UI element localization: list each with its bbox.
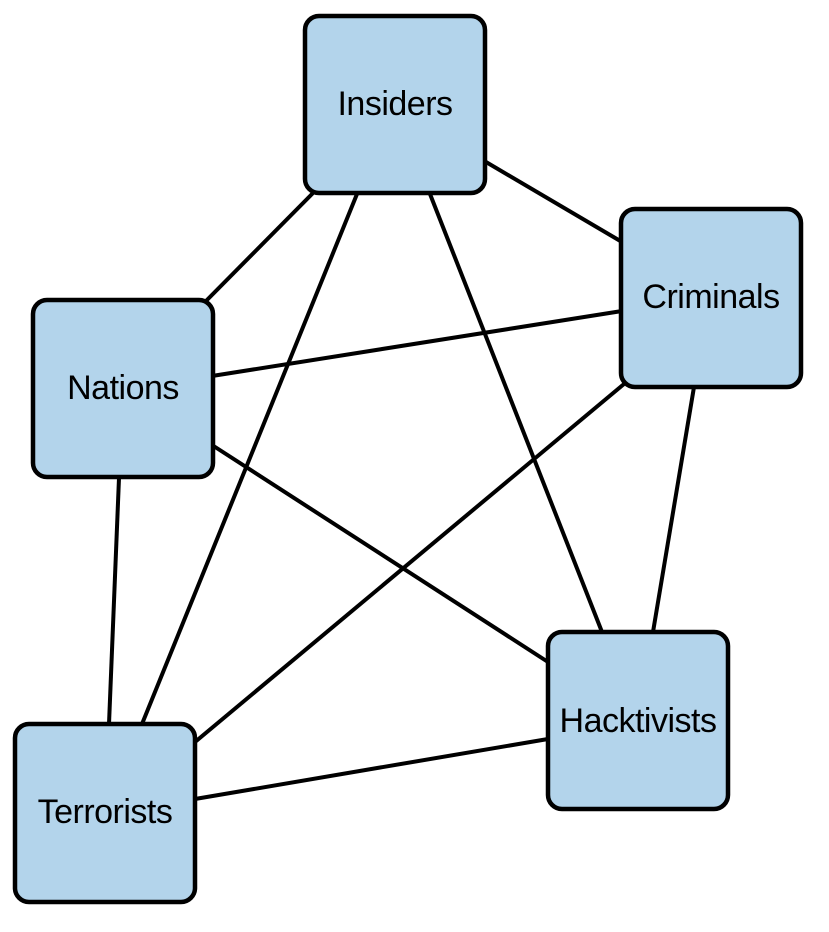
node-criminals-label: Criminals <box>642 278 779 316</box>
node-insiders: Insiders <box>302 13 488 196</box>
node-hacktivists-box <box>545 629 731 812</box>
node-hacktivists-label: Hacktivists <box>560 702 717 740</box>
edge-insiders-nations <box>203 190 316 304</box>
edge-nations-criminals <box>211 309 623 378</box>
edge-nations-hacktivists <box>210 443 550 664</box>
edge-insiders-criminals <box>484 160 624 244</box>
node-hacktivists: Hacktivists <box>545 629 731 812</box>
node-nations-label: Nations <box>67 369 179 407</box>
node-terrorists: Terrorists <box>12 721 198 905</box>
node-terrorists-box <box>12 721 198 905</box>
node-criminals-box <box>618 206 804 390</box>
node-terrorists-label: Terrorists <box>38 793 173 831</box>
node-insiders-label: Insiders <box>337 85 452 123</box>
node-nations: Nations <box>30 297 216 480</box>
edge-criminals-terrorists <box>193 382 626 744</box>
edge-nations-terrorists <box>107 477 121 725</box>
edges-group <box>107 160 696 801</box>
edge-insiders-terrorists <box>140 193 359 725</box>
node-nations-box <box>30 297 216 480</box>
edge-hacktivists-terrorists <box>194 737 549 801</box>
edge-insiders-hacktivists <box>428 193 604 633</box>
node-insiders-box <box>302 13 488 196</box>
node-criminals: Criminals <box>618 206 804 390</box>
edge-criminals-hacktivists <box>651 386 696 633</box>
